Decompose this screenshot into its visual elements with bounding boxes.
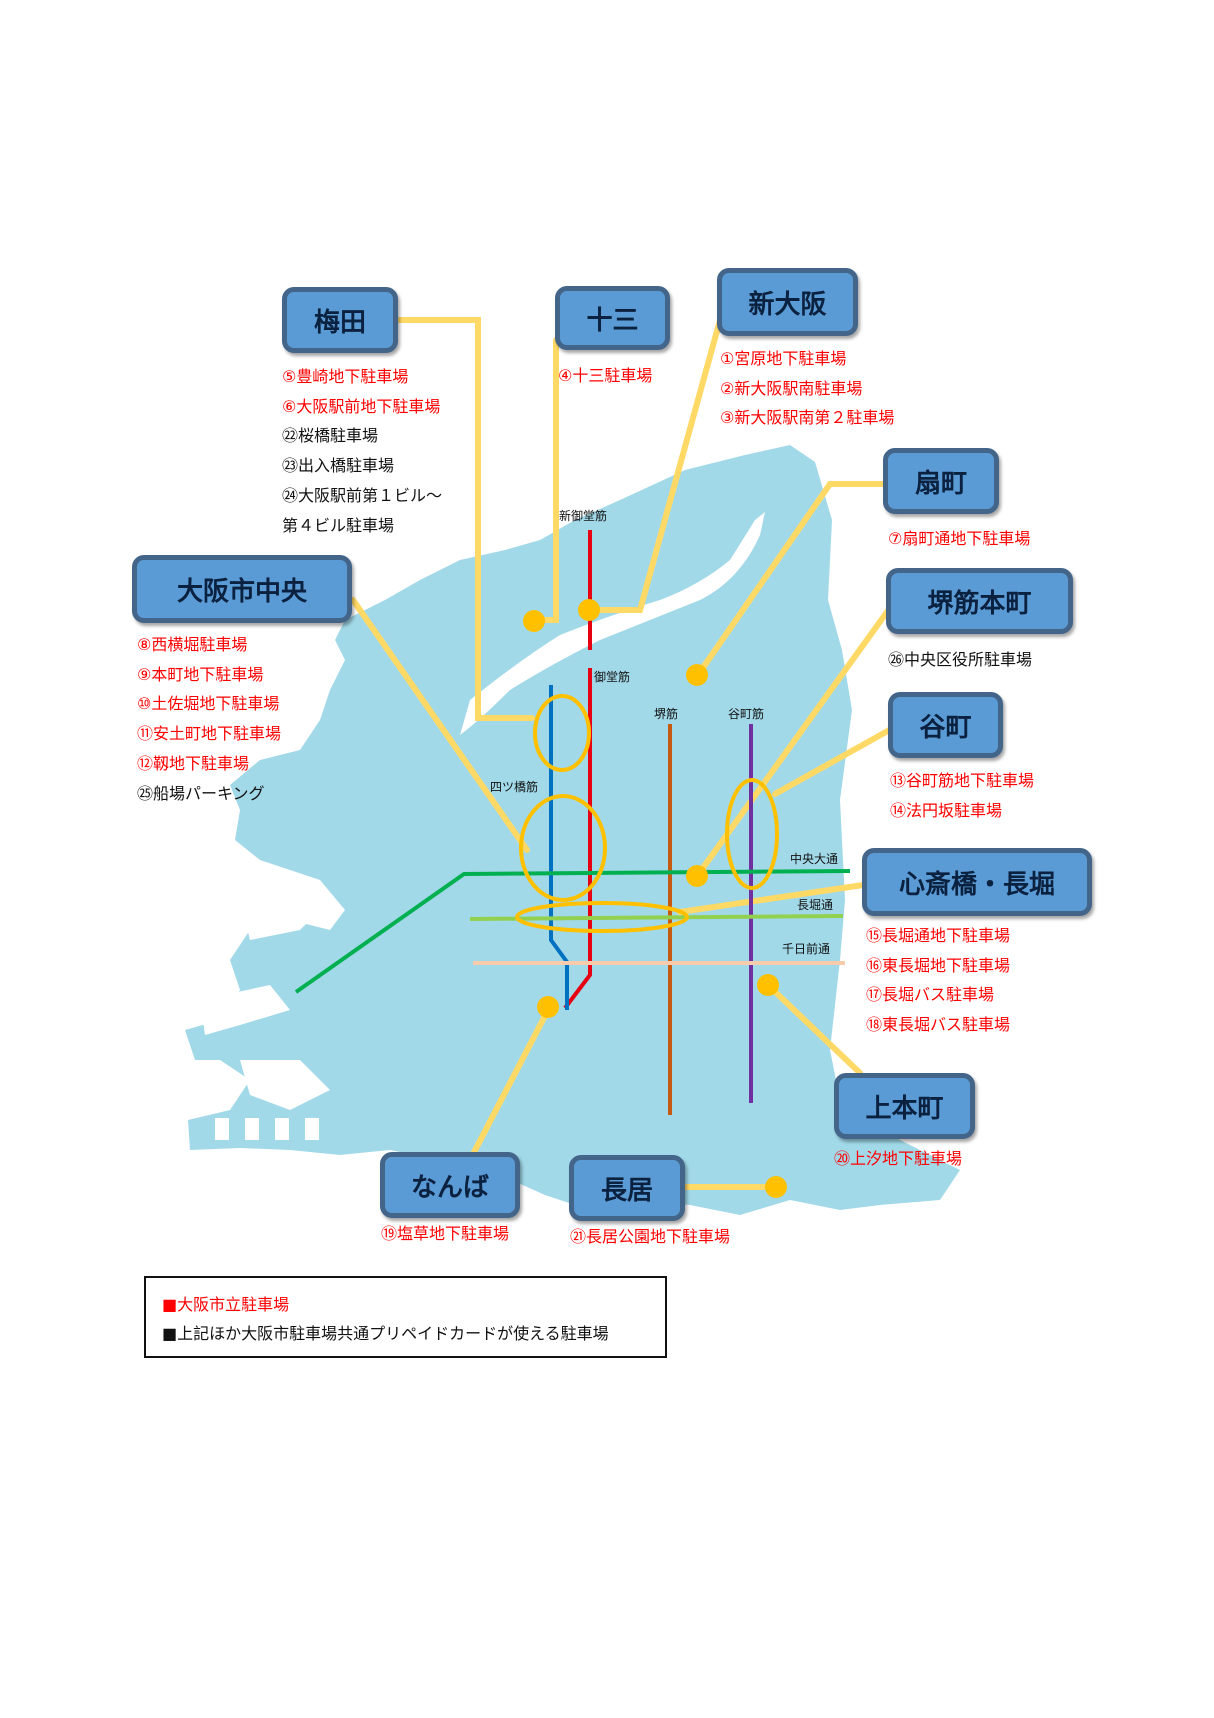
parking-item: ①宮原地下駐車場: [720, 349, 847, 368]
bay-cut: [200, 985, 290, 1035]
parking-list-shinsaibashi-nagahori: ⑮長堀通地下駐車場 ⑯東長堀地下駐車場 ⑰長堀バス駐車場 ⑱東長堀バス駐車場: [866, 921, 1010, 1040]
leader-namba: [467, 1007, 551, 1163]
pier-cut: [275, 1118, 289, 1140]
parking-item: ⑧西横堀駐車場: [137, 635, 248, 654]
parking-item: ②新大阪駅南駐車場: [720, 378, 863, 398]
parking-item: ㉒桜橋駐車場: [282, 426, 379, 446]
area-sakaisuji-honmachi[interactable]: 堺筋本町: [886, 568, 1073, 634]
parking-item: ⑳上汐地下駐車場: [834, 1149, 963, 1168]
marker-dot-shinosaka: [578, 599, 600, 621]
parking-list-tanimachi: ⑬谷町筋地下駐車場 ⑭法円坂駐車場: [890, 766, 1034, 825]
streets: [294, 530, 851, 1115]
leader-osaka-chuo: [350, 597, 530, 853]
area-umeda[interactable]: 梅田: [282, 287, 398, 353]
street-yotsubashisuji: [549, 685, 569, 1010]
markers: [515, 599, 787, 1198]
parking-item: ④十三駐車場: [558, 366, 653, 385]
parking-list-namba: ⑲塩草地下駐車場: [381, 1219, 509, 1249]
parking-item: ⑰長堀バス駐車場: [866, 985, 995, 1005]
street-label-shin-midosuji: 新御堂筋: [559, 509, 608, 523]
area-uehommachi[interactable]: 上本町: [834, 1073, 975, 1139]
street-label-chuo-odori: 中央大通: [790, 852, 839, 866]
leader-shinsaibashi: [677, 881, 873, 915]
parking-item: ㉓出入橋駐車場: [282, 456, 395, 476]
marker-dot-ogimachi: [686, 664, 708, 686]
parking-item: ⑬谷町筋地下駐車場: [890, 771, 1035, 790]
street-label-yotsubashisuji: 四ツ橋筋: [490, 780, 539, 794]
parking-item: ⑯東長堀地下駐車場: [866, 955, 1011, 975]
street-label-tanimachisuji: 谷町筋: [728, 707, 765, 721]
parking-item: 第４ビル駐車場: [282, 515, 395, 535]
parking-item: ⑨本町地下駐車場: [137, 664, 264, 684]
marker-ring-shinsaibashi: [515, 901, 689, 933]
parking-list-juso: ④十三駐車場: [558, 361, 652, 391]
pier-cut: [245, 1118, 259, 1140]
street-label-sennichimae-dori: 千日前通: [782, 942, 831, 956]
leader-ogimachi: [697, 481, 893, 675]
parking-item: ⑭法円坂駐車場: [890, 800, 1003, 820]
marker-dot-namba: [537, 996, 559, 1018]
street-nagahori-dori: [469, 914, 844, 921]
parking-item: ⑦扇町通地下駐車場: [888, 529, 1031, 548]
marker-ring-osaka-chuo: [519, 794, 607, 902]
parking-item: ⑩土佐堀地下駐車場: [137, 694, 280, 714]
parking-list-uehommachi: ⑳上汐地下駐車場: [834, 1144, 962, 1174]
area-nagai[interactable]: 長居: [569, 1155, 685, 1221]
bay-cut: [240, 1060, 330, 1110]
parking-list-nagai: ㉑長居公園地下駐車場: [570, 1222, 730, 1252]
pier-cut: [305, 1118, 319, 1140]
street-chuo-odori: [294, 869, 851, 994]
area-juso[interactable]: 十三: [555, 286, 670, 350]
bay-cut: [240, 880, 330, 940]
legend: ■大阪市立駐車場 ■上記ほか大阪市駐車場共通プリペイドカードが使える駐車場: [144, 1276, 667, 1358]
street-midosuji: [563, 668, 592, 1010]
parking-item: ㉕船場パーキング: [137, 783, 265, 803]
area-osaka-chuo[interactable]: 大阪市中央: [132, 555, 352, 623]
marker-dot-sakaisuji-honmachi: [686, 865, 708, 887]
parking-list-sakaisuji-honmachi: ㉖中央区役所駐車場: [888, 645, 1032, 675]
river: [460, 512, 765, 735]
street-label-sakaisuji: 堺筋: [654, 707, 679, 721]
parking-item: ⑮長堀通地下駐車場: [866, 926, 1011, 945]
parking-item: ③新大阪駅南第２駐車場: [720, 408, 895, 428]
parking-item: ㉖中央区役所駐車場: [888, 650, 1033, 669]
legend-prepaid-parking: ■上記ほか大阪市駐車場共通プリペイドカードが使える駐車場: [162, 1324, 609, 1343]
pier-cut: [215, 1118, 229, 1140]
parking-list-shinosaka: ①宮原地下駐車場 ②新大阪駅南駐車場 ③新大阪駅南第２駐車場: [720, 344, 894, 433]
marker-ring-tanimachi: [725, 778, 779, 890]
area-ogimachi[interactable]: 扇町: [883, 448, 999, 514]
area-shinsaibashi-nagahori[interactable]: 心斎橋・長堀: [862, 848, 1092, 916]
marker-dot-nagai: [765, 1176, 787, 1198]
marker-dot-juso: [523, 610, 545, 632]
leader-uehommachi: [765, 982, 863, 1076]
parking-list-osaka-chuo: ⑧西横堀駐車場 ⑨本町地下駐車場 ⑩土佐堀地下駐車場 ⑪安土町地下駐車場 ⑫靱地下駐車場…: [137, 630, 281, 808]
street-label-nagahori-dori: 長堀通: [797, 898, 834, 912]
parking-item: ⑪安土町地下駐車場: [137, 724, 282, 744]
parking-item: ㉑長居公園地下駐車場: [570, 1227, 731, 1246]
parking-item: ⑥大阪駅前地下駐車場: [282, 396, 441, 416]
parking-item: ⑲塩草地下駐車場: [381, 1224, 510, 1243]
area-tanimachi[interactable]: 谷町: [888, 692, 1003, 758]
parking-item: ⑤豊崎地下駐車場: [282, 367, 409, 386]
parking-list-ogimachi: ⑦扇町通地下駐車場: [888, 524, 1030, 554]
street-label-midosuji: 御堂筋: [594, 670, 631, 684]
area-shinosaka[interactable]: 新大阪: [717, 268, 858, 336]
marker-ring-umeda: [533, 694, 591, 772]
leader-lines: [350, 317, 896, 1190]
leader-shinosaka: [587, 317, 723, 613]
leader-tanimachi: [772, 725, 896, 797]
leader-sakaisuji-honmachi: [697, 602, 895, 875]
parking-item: ⑫靱地下駐車場: [137, 753, 250, 773]
parking-item: ㉔大阪駅前第１ビル～: [282, 485, 443, 505]
parking-item: ⑱東長堀バス駐車場: [866, 1015, 1011, 1035]
area-namba[interactable]: なんば: [380, 1152, 520, 1218]
leader-umeda: [395, 317, 535, 721]
marker-dot-uehommachi: [757, 974, 779, 996]
legend-city-parking: ■大阪市立駐車場: [162, 1295, 290, 1314]
